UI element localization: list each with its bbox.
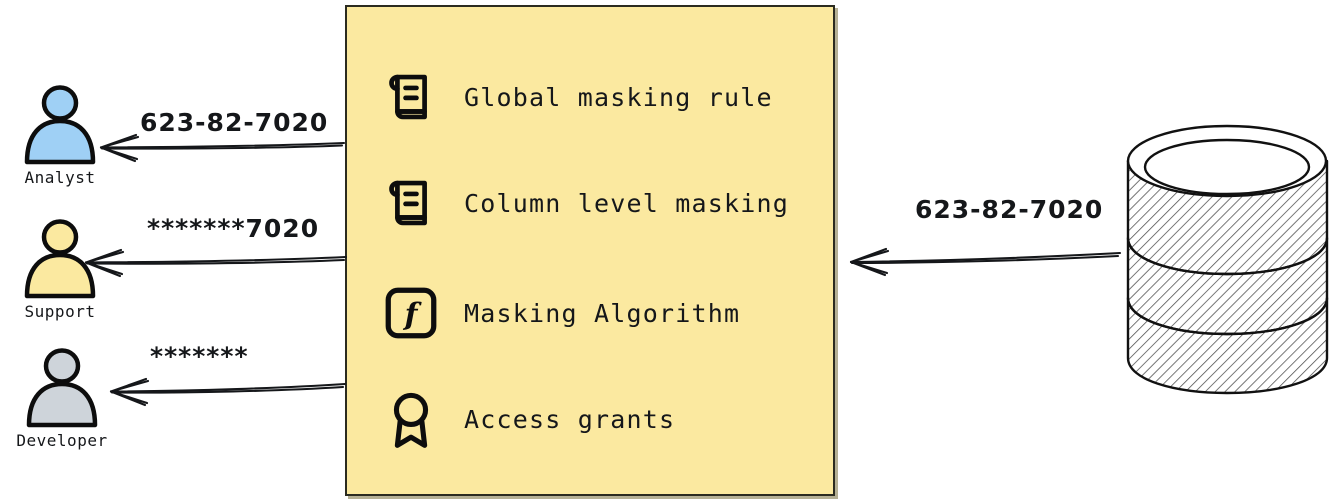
- policy-row-label: Masking Algorithm: [464, 298, 741, 328]
- masking-policy-panel: Global masking rule Column level masking: [345, 5, 835, 496]
- scroll-icon: [380, 172, 442, 234]
- policy-row-access-grants[interactable]: Access grants: [380, 381, 675, 457]
- person-icon: [2, 345, 122, 429]
- policy-row-label: Global masking rule: [464, 82, 773, 112]
- actor-developer[interactable]: Developer: [2, 345, 122, 450]
- policy-row-global-masking-rule[interactable]: Global masking rule: [380, 59, 773, 135]
- actor-label: Support: [24, 302, 96, 321]
- actor-label: Analyst: [24, 168, 96, 187]
- person-icon: [0, 216, 120, 300]
- actor-support[interactable]: Support: [0, 216, 120, 321]
- svg-text:f: f: [403, 297, 423, 332]
- award-icon: [380, 388, 442, 450]
- flow-label-developer: *******: [150, 342, 249, 371]
- flow-arrow-support: [80, 243, 352, 287]
- scroll-icon: [380, 66, 442, 128]
- flow-label-support: *******7020: [147, 214, 320, 243]
- flow-label-analyst: 623-82-7020: [140, 108, 329, 137]
- flow-label-database: 623-82-7020: [915, 195, 1104, 224]
- policy-row-label: Column level masking: [464, 188, 790, 218]
- policy-row-masking-algorithm[interactable]: f Masking Algorithm: [380, 275, 740, 351]
- policy-row-label: Access grants: [464, 404, 676, 434]
- flow-arrow-database: [845, 242, 1125, 286]
- function-icon: f: [380, 282, 442, 344]
- database-cylinder-icon: [1120, 120, 1335, 400]
- actor-analyst[interactable]: Analyst: [0, 82, 120, 187]
- actor-label: Developer: [16, 431, 108, 450]
- person-icon: [0, 82, 120, 166]
- policy-row-column-level-masking[interactable]: Column level masking: [380, 165, 789, 241]
- flow-arrow-analyst: [95, 128, 350, 172]
- flow-arrow-developer: [105, 372, 350, 416]
